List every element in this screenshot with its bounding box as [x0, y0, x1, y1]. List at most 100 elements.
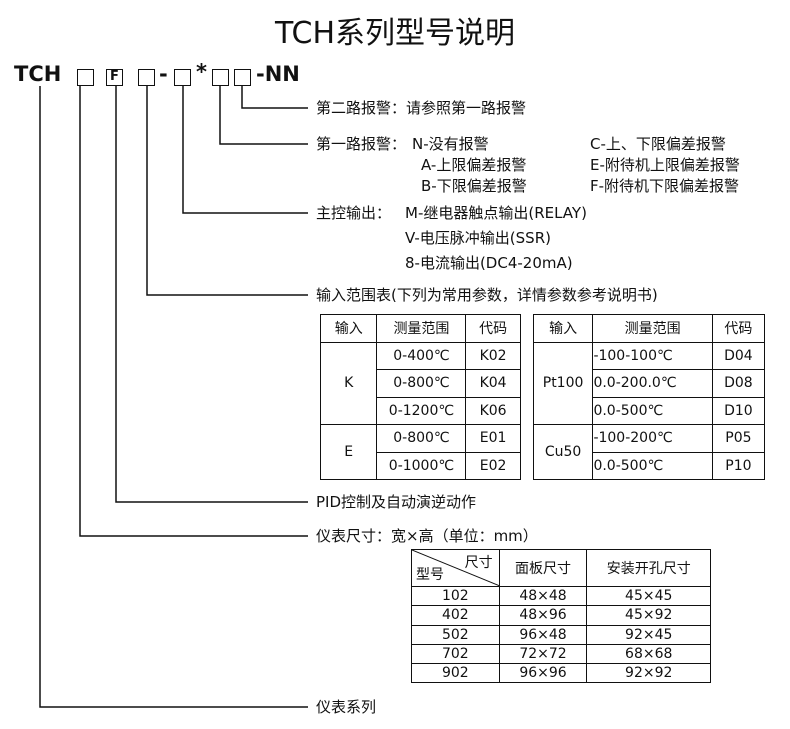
diagonal-divider [412, 550, 500, 586]
table-cell: D04 [711, 341, 766, 370]
table-cell: 0-1200℃ [376, 396, 467, 425]
alarm1-option: N-没有报警 [412, 135, 489, 153]
table-cell: D08 [711, 369, 766, 398]
alarm1-option: C-上、下限偏差报警 [590, 135, 726, 153]
table-cell: 92×92 [586, 663, 711, 684]
table-cell: 702 [411, 643, 500, 665]
line-series [39, 86, 308, 708]
table-cell: E [319, 424, 378, 480]
pid-label: PID控制及自动演逆动作 [316, 493, 477, 511]
alarm1-option: E-附待机上限偏差报警 [590, 156, 740, 174]
table-cell: 0-1000℃ [376, 451, 467, 480]
control-label: 主控输出： [316, 204, 392, 222]
control-option: V-电压脉冲输出(SSR) [405, 229, 551, 247]
table-cell: P10 [711, 451, 766, 480]
line-control [182, 86, 308, 214]
table-cell: E02 [465, 451, 521, 480]
alarm1-option: B-下限偏差报警 [421, 177, 527, 195]
code-box-control [174, 69, 191, 86]
table-cell: 502 [411, 624, 500, 645]
table-cell: 0.0-500℃ [592, 396, 713, 425]
table-cell: -100-200℃ [592, 424, 713, 453]
code-box-input [138, 69, 155, 86]
table-row: E 0-800℃ E01 Cu50 -100-200℃ P05 [319, 424, 766, 480]
table-cell: K06 [465, 396, 521, 425]
table-gap [519, 314, 534, 342]
size-table: 尺寸 型号 面板尺寸 安装开孔尺寸 102 48×48 45×45 402 48… [411, 549, 711, 684]
table-cell: 72×72 [498, 643, 588, 665]
table-row: K 0-400℃ K02 Pt100 -100-100℃ D04 [319, 341, 766, 480]
table-cell: Cu50 [532, 424, 594, 480]
alarm2-label: 第二路报警：请参照第一路报警 [316, 99, 527, 117]
table-cell: 902 [411, 663, 500, 684]
table-row: 402 48×96 45×92 [411, 605, 711, 626]
table-header: 面板尺寸 [498, 549, 588, 587]
table-row: 0-1000℃ E02 0.0-500℃ P10 [321, 451, 766, 480]
alarm1-option: A-上限偏差报警 [421, 156, 527, 174]
table-cell: Pt100 [532, 341, 594, 425]
table-cell: 45×92 [586, 605, 711, 626]
table-corner-cell: 尺寸 型号 [411, 549, 500, 587]
code-dash: - [159, 62, 168, 86]
table-cell: 92×45 [586, 624, 711, 645]
line-size [79, 86, 308, 537]
table-cell: 402 [411, 605, 500, 626]
corner-label-model: 型号 [416, 567, 444, 583]
code-suffix: -NN [256, 62, 300, 86]
table-cell: 48×48 [498, 585, 588, 607]
table-cell: P05 [711, 424, 766, 453]
table-cell: 45×45 [586, 585, 711, 607]
table-cell: 96×48 [498, 624, 588, 645]
table-cell: K [319, 341, 378, 425]
table-cell: D10 [711, 396, 766, 425]
input-range-table: 输入 测量范围 代码 输入 测量范围 代码 K 0-400℃ K02 Pt100… [319, 314, 766, 480]
table-header-row: 输入 测量范围 代码 输入 测量范围 代码 [319, 314, 766, 343]
table-gap [519, 342, 534, 480]
code-box-f: F [106, 69, 123, 86]
table-cell: 0.0-200.0℃ [592, 369, 713, 398]
dimensions-label: 仪表尺寸：宽×高（单位：mm） [316, 527, 538, 545]
table-header: 输入 [319, 314, 378, 343]
table-cell: 96×96 [498, 663, 588, 684]
series-label: 仪表系列 [316, 698, 377, 716]
table-cell: E01 [465, 424, 521, 453]
control-option: 8-电流输出(DC4-20mA) [405, 254, 573, 272]
line-alarm2 [241, 86, 308, 109]
table-header: 代码 [465, 314, 521, 343]
code-star: * [196, 60, 207, 84]
table-header: 测量范围 [592, 314, 713, 343]
table-cell: 0.0-500℃ [592, 451, 713, 480]
code-box-alarm2 [234, 69, 251, 86]
table-cell: 0-800℃ [376, 424, 467, 453]
table-cell: 102 [411, 585, 500, 607]
table-cell: -100-100℃ [592, 341, 713, 370]
table-header: 输入 [532, 314, 594, 343]
table-cell: 0-800℃ [376, 369, 467, 398]
table-row: 0-800℃ K04 0.0-200.0℃ D08 [321, 369, 766, 398]
table-cell: 68×68 [586, 643, 711, 665]
table-row: 702 72×72 68×68 [411, 643, 711, 665]
model-prefix: TCH [14, 62, 62, 86]
alarm1-option: F-附待机下限偏差报警 [590, 177, 740, 195]
line-input [146, 86, 308, 296]
line-pid [115, 86, 308, 503]
table-header: 代码 [711, 314, 766, 343]
table-row: 502 96×48 92×45 [411, 624, 711, 645]
table-cell: K02 [465, 341, 521, 370]
corner-label-size: 尺寸 [464, 555, 493, 571]
table-cell: 48×96 [498, 605, 588, 626]
code-box-alarm1 [212, 69, 229, 86]
table-header: 测量范围 [376, 314, 467, 343]
table-row: 0-1200℃ K06 0.0-500℃ D10 [321, 396, 766, 425]
table-header-row: 尺寸 型号 面板尺寸 安装开孔尺寸 [411, 549, 711, 587]
table-cell: K04 [465, 369, 521, 398]
line-alarm1 [219, 86, 308, 145]
code-box-series-size [77, 69, 94, 86]
table-row: 902 96×96 92×92 [411, 663, 711, 684]
input-range-label: 输入范围表(下列为常用参数，详情参数参考说明书) [316, 286, 658, 304]
control-option: M-继电器触点输出(RELAY) [405, 204, 587, 222]
table-cell: 0-400℃ [376, 341, 467, 370]
table-row: 102 48×48 45×45 [411, 585, 711, 607]
alarm1-label: 第一路报警： [316, 135, 407, 153]
